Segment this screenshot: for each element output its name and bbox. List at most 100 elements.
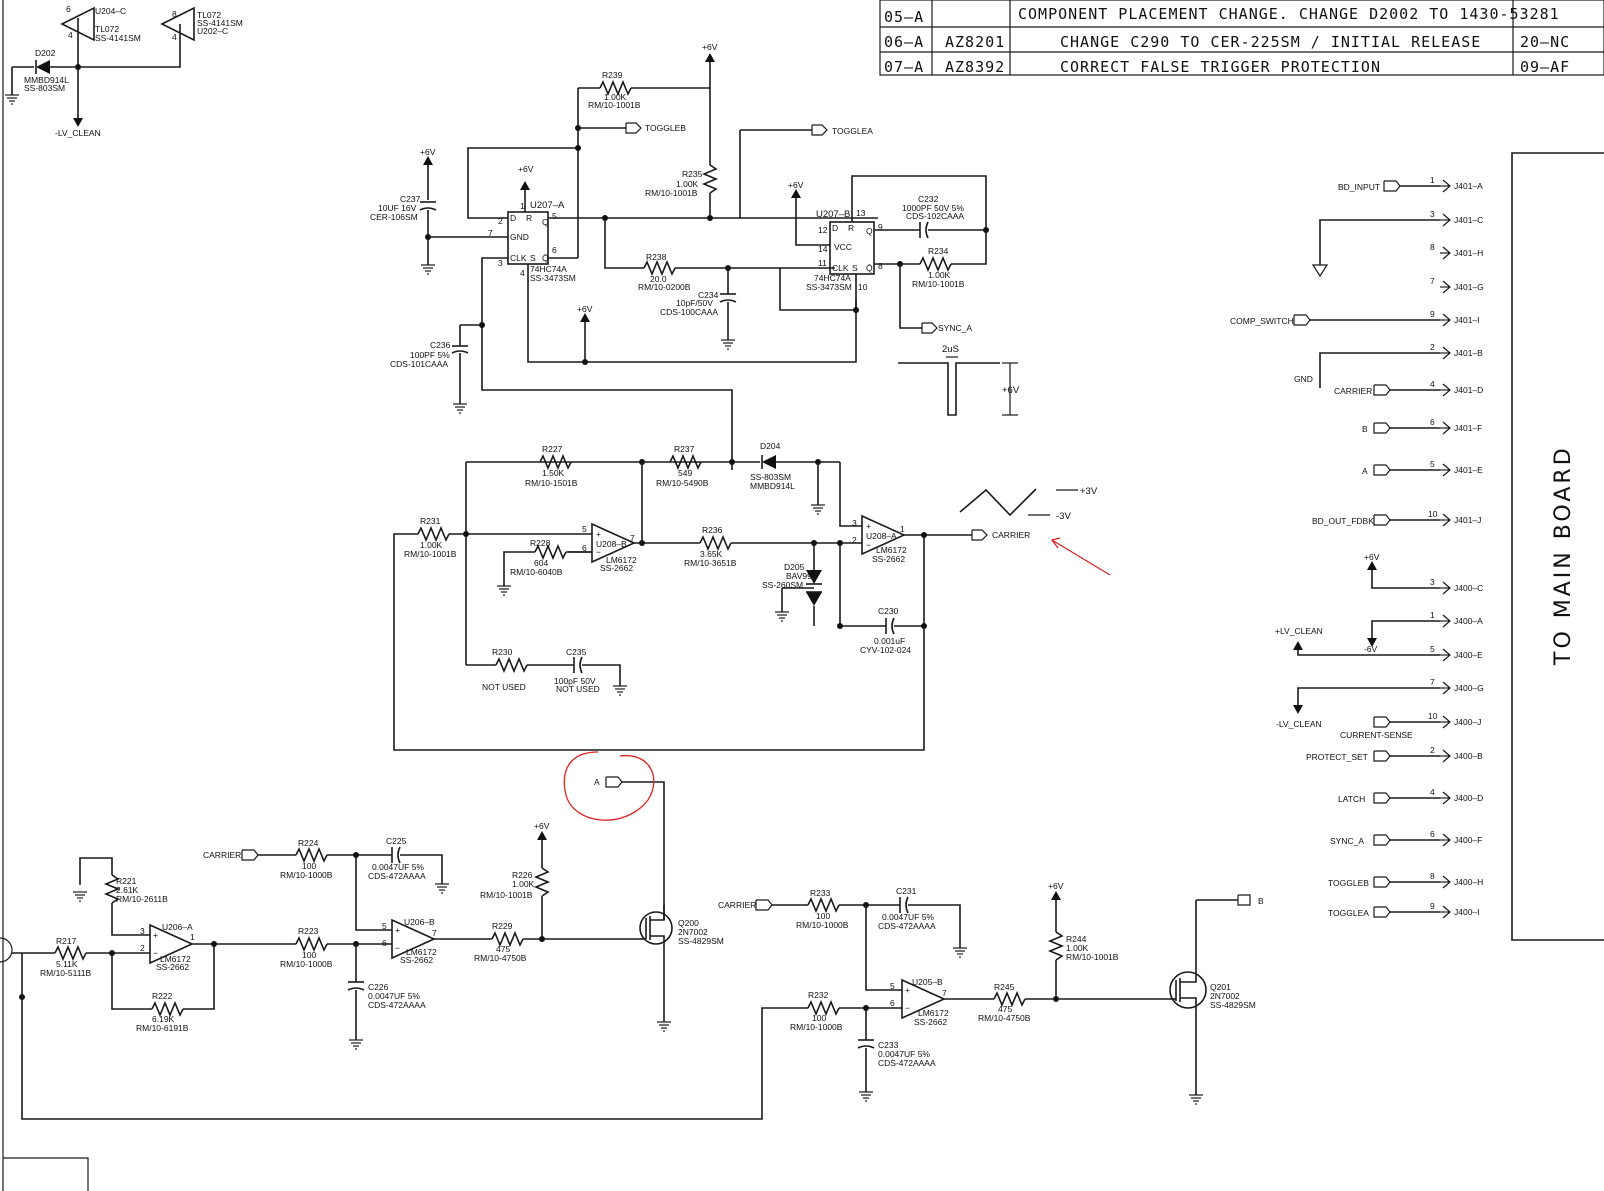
svg-text:SS-2662: SS-2662 (156, 962, 189, 972)
svg-text:74HC74A: 74HC74A (530, 264, 567, 274)
net-carrier-in-2: CARRIER (718, 900, 756, 910)
svg-text:RM/10-1000B: RM/10-1000B (790, 1022, 843, 1032)
svg-text:2uS: 2uS (942, 344, 959, 355)
svg-text:R244: R244 (1066, 934, 1087, 944)
svg-text:+3V: +3V (1080, 486, 1098, 497)
svg-text:8: 8 (172, 9, 177, 19)
svg-text:10: 10 (1428, 711, 1438, 721)
u208a-opamp: + − 3 2 1 U208–A LM6172 SS-2662 (852, 514, 907, 564)
svg-text:R224: R224 (298, 838, 319, 848)
svg-text:CDS-100CAAA: CDS-100CAAA (660, 307, 718, 317)
svg-text:10: 10 (858, 282, 868, 292)
svg-text:R217: R217 (56, 936, 77, 946)
u205b-opamp: + − 5 6 7 U205–B LM6172 SS-2662 (890, 977, 949, 1027)
svg-text:RM/10-6191B: RM/10-6191B (136, 1023, 189, 1033)
u207a-ref: U207–A (530, 200, 565, 211)
svg-text:4: 4 (172, 32, 177, 42)
svg-text:2: 2 (140, 943, 145, 953)
svg-text:+6V: +6V (518, 164, 534, 174)
svg-text:RM/10-1501B: RM/10-1501B (525, 478, 578, 488)
svg-text:C235: C235 (566, 647, 587, 657)
net-togglea: TOGGLEA (832, 126, 873, 136)
u208b-opamp: + − 5 6 7 U208–B LM6172 SS-2662 (582, 522, 637, 573)
svg-text:RM/10-1000B: RM/10-1000B (796, 920, 849, 930)
svg-text:Q201: Q201 (1210, 982, 1231, 992)
svg-text:SS-2662: SS-2662 (600, 563, 633, 573)
svg-text:+6V: +6V (1002, 385, 1020, 396)
svg-text:CDS-472AAAA: CDS-472AAAA (368, 1000, 426, 1010)
r239-resistor: R239 1.00K RM/10-1001B (578, 70, 710, 110)
rev-2-desc: CHANGE C290 TO CER-225SM / INITIAL RELEA… (1060, 33, 1481, 51)
svg-text:-6V: -6V (1364, 644, 1378, 654)
svg-text:6: 6 (890, 998, 895, 1008)
svg-text:2N7002: 2N7002 (678, 927, 708, 937)
svg-text:+6V: +6V (1048, 881, 1064, 891)
rev-2-date: 20–NC (1520, 33, 1570, 51)
svg-text:1: 1 (900, 524, 905, 534)
svg-text:RM/10-6040B: RM/10-6040B (510, 567, 563, 577)
svg-text:R231: R231 (420, 516, 441, 526)
svg-text:R245: R245 (994, 982, 1015, 992)
svg-text:BAV99L: BAV99L (786, 571, 817, 581)
u208a-ref: U208–A (866, 531, 897, 541)
svg-text:S: S (852, 263, 858, 273)
svg-text:2: 2 (498, 216, 503, 226)
svg-text:CLK: CLK (510, 253, 527, 263)
svg-text:Q: Q (866, 226, 873, 236)
svg-text:−: − (153, 948, 158, 958)
svg-text:1: 1 (190, 932, 195, 942)
svg-text:C233: C233 (878, 1040, 899, 1050)
svg-text:4: 4 (68, 30, 73, 40)
svg-text:J400–H: J400–H (1454, 877, 1483, 887)
svg-text:475: 475 (998, 1004, 1012, 1014)
u206a-ref: U206–A (162, 922, 193, 932)
svg-text:J401–E: J401–E (1454, 465, 1483, 475)
svg-text:549: 549 (678, 468, 692, 478)
svg-text:2N7002: 2N7002 (1210, 991, 1240, 1001)
svg-text:B: B (1362, 424, 1368, 434)
svg-text:J400–F: J400–F (1454, 835, 1482, 845)
svg-text:J401–I: J401–I (1454, 315, 1480, 325)
d205-diode: D205 BAV99L SS-260SM (762, 543, 822, 626)
svg-text:3: 3 (140, 926, 145, 936)
svg-text:R238: R238 (646, 252, 667, 262)
svg-text:CURRENT-SENSE: CURRENT-SENSE (1340, 730, 1413, 740)
svg-text:S: S (530, 253, 536, 263)
svg-text:R232: R232 (808, 990, 829, 1000)
svg-text:+6V: +6V (702, 42, 718, 52)
svg-text:RM/10-0200B: RM/10-0200B (638, 282, 691, 292)
svg-text:2.61K: 2.61K (116, 885, 139, 895)
svg-text:J401–A: J401–A (1454, 181, 1483, 191)
net-sync-a: SYNC_A (938, 323, 972, 333)
svg-text:R222: R222 (152, 991, 173, 1001)
svg-text:10UF 16V: 10UF 16V (378, 203, 417, 213)
svg-text:LM6172: LM6172 (918, 1008, 949, 1018)
u202c-ref: U202–C (197, 26, 228, 36)
svg-text:CLK: CLK (832, 263, 849, 273)
main-board-box: TO MAIN BOARD (1511, 152, 1604, 941)
rev-1-desc: COMPONENT PLACEMENT CHANGE. CHANGE D2002… (1018, 5, 1560, 23)
svg-text:11: 11 (818, 258, 827, 268)
svg-text:+: + (905, 985, 910, 995)
svg-text:1: 1 (1430, 610, 1435, 620)
svg-text:−: − (596, 547, 601, 557)
main-board-label: TO MAIN BOARD (1551, 445, 1576, 666)
svg-text:+: + (395, 925, 400, 935)
svg-text:5: 5 (552, 211, 557, 221)
svg-text:0.0047UF 5%: 0.0047UF 5% (372, 862, 424, 872)
svg-text:6: 6 (382, 938, 387, 948)
svg-text:A: A (1362, 466, 1368, 476)
svg-text:20.0: 20.0 (650, 274, 667, 284)
svg-text:-LV_CLEAN: -LV_CLEAN (1276, 719, 1322, 729)
svg-text:CDS-472AAAA: CDS-472AAAA (878, 921, 936, 931)
svg-text:TOGGLEB: TOGGLEB (1328, 878, 1369, 888)
svg-text:9: 9 (1430, 309, 1435, 319)
svg-text:1: 1 (1430, 175, 1435, 185)
svg-text:R: R (848, 223, 854, 233)
svg-text:GND: GND (1294, 374, 1313, 384)
svg-text:1.00K: 1.00K (604, 92, 627, 102)
svg-text:1.00K: 1.00K (676, 179, 699, 189)
svg-text:9: 9 (1430, 901, 1435, 911)
red-annotation-arrow (1050, 537, 1111, 576)
